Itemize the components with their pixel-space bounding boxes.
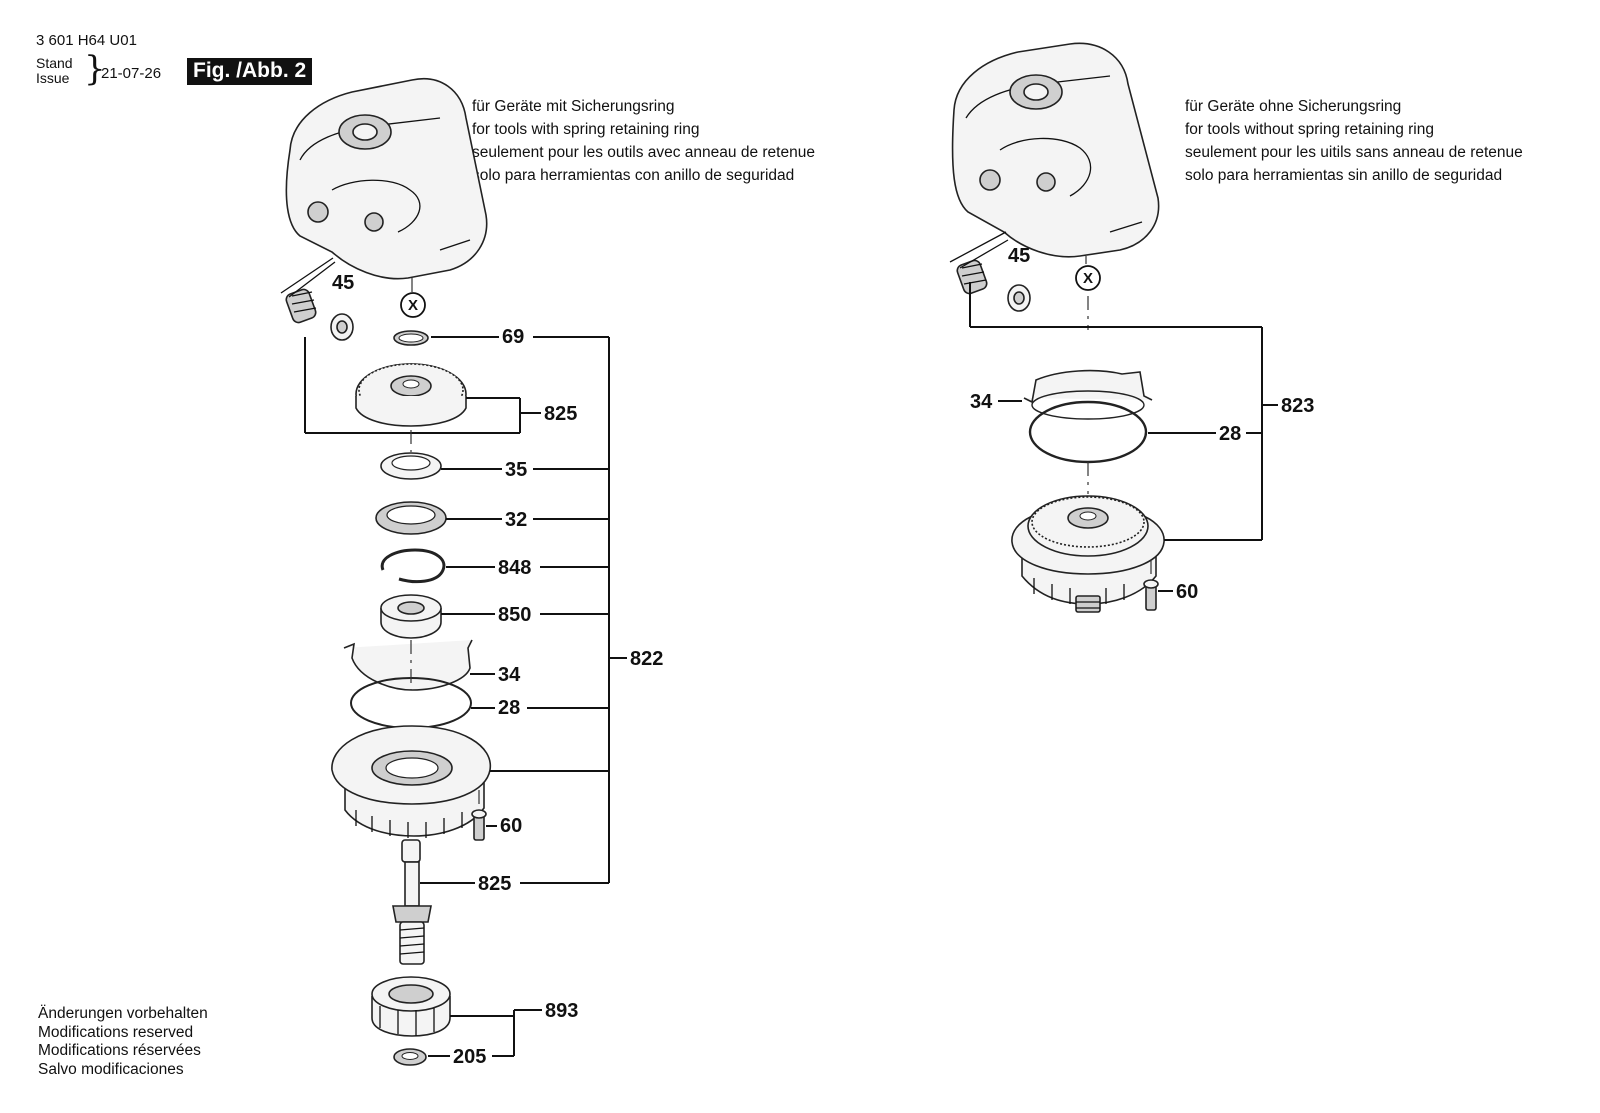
left-bearing-flange	[331, 725, 492, 838]
label-45-right: 45	[1008, 245, 1030, 267]
left-spindle-825	[392, 839, 432, 965]
left-gear-housing	[285, 78, 488, 280]
issue-label: Issue	[36, 70, 70, 86]
brace-glyph: }	[84, 49, 106, 89]
modifications-line: Modifications réservées	[38, 1042, 201, 1059]
label-35: 35	[505, 459, 527, 481]
label-32: 32	[505, 509, 527, 531]
left-assembly: X 45 69 825	[280, 78, 663, 1068]
left-screw-60	[471, 809, 487, 841]
right-pinion	[956, 259, 988, 295]
modifications-line: Salvo modificaciones	[38, 1060, 184, 1078]
left-retaining-ring-848	[380, 548, 446, 584]
left-ring-gear-825	[355, 363, 467, 427]
left-flange-nut-893	[371, 976, 451, 1037]
left-bearing-850	[380, 594, 442, 639]
label-825-gear: 825	[544, 403, 577, 425]
right-x-marker-circle	[1075, 265, 1101, 291]
label-848: 848	[498, 557, 531, 579]
left-x-marker: X	[408, 297, 418, 314]
label-60-right: 60	[1176, 581, 1198, 603]
note-left: für Geräte mit Sicherungsring for tools …	[472, 95, 815, 187]
note-right-line: seulement pour les uitils sans anneau de…	[1185, 144, 1523, 161]
label-822: 822	[630, 648, 663, 670]
label-205: 205	[453, 1046, 486, 1068]
modifications-line: Modifications reserved	[38, 1023, 194, 1041]
label-850: 850	[498, 604, 531, 626]
left-x-marker-circle	[400, 292, 426, 318]
right-assembly: X 45 823 34 28	[949, 42, 1314, 613]
note-left-line: seulement pour les outils avec anneau de…	[472, 144, 815, 161]
modifications-note: Änderungen vorbehalten Modifications res…	[38, 1005, 208, 1079]
label-28-left: 28	[498, 697, 520, 719]
note-left-line: for tools with spring retaining ring	[472, 121, 700, 138]
label-60-left: 60	[500, 815, 522, 837]
left-shim-34	[343, 639, 473, 691]
note-right-line: solo para herramientas sin anillo de seg…	[1185, 167, 1503, 184]
label-825-spindle: 825	[478, 873, 511, 895]
right-screw-60	[1143, 579, 1159, 611]
figure-label: Fig. /Abb. 2	[187, 58, 313, 85]
label-34-left: 34	[498, 664, 521, 686]
right-nut-45	[1007, 284, 1031, 312]
stand-issue-label: Stand Issue	[36, 56, 73, 86]
part-number: 3 601 H64 U01	[36, 32, 137, 49]
note-left-line: solo para herramientas con anillo de seg…	[472, 167, 795, 184]
left-pinion	[285, 288, 317, 324]
label-69: 69	[502, 326, 524, 348]
note-right-line: für Geräte ohne Sicherungsring	[1185, 98, 1402, 115]
modifications-line: Änderungen vorbehalten	[38, 1005, 208, 1022]
label-45-left: 45	[332, 272, 354, 294]
right-x-marker: X	[1083, 270, 1093, 287]
note-right-line: for tools without spring retaining ring	[1185, 121, 1434, 138]
stand-label: Stand	[36, 55, 73, 71]
label-893: 893	[545, 1000, 578, 1022]
label-823: 823	[1281, 395, 1314, 417]
label-28-right: 28	[1219, 423, 1241, 445]
note-left-line: für Geräte mit Sicherungsring	[472, 98, 675, 115]
left-nut-45	[330, 313, 354, 341]
right-gear-housing	[951, 42, 1160, 258]
right-flange-assembly	[1011, 495, 1165, 613]
issue-date: 21-07-26	[101, 65, 162, 82]
note-right: für Geräte ohne Sicherungsring for tools…	[1185, 95, 1523, 187]
right-o-ring-28	[1028, 400, 1148, 464]
label-34-right: 34	[970, 391, 993, 413]
